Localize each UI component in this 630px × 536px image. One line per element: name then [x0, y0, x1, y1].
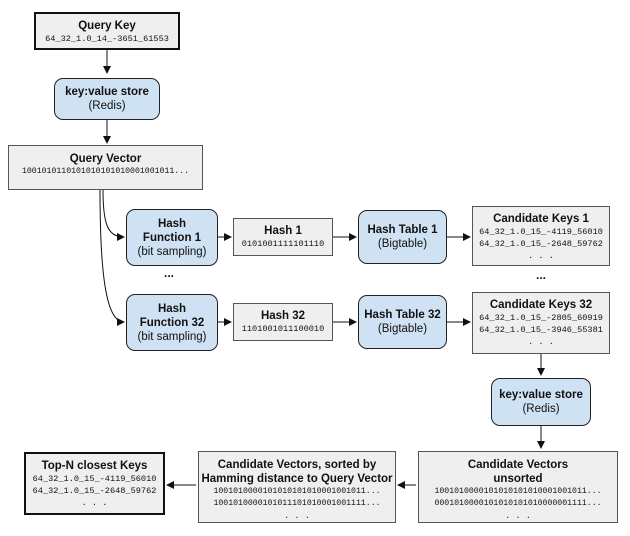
hash-function-32-box: Hash Function 32 (bit sampling) [126, 294, 218, 351]
arrow-vector-to-hashfn32 [99, 189, 125, 326]
hash-32-title: Hash 32 [260, 310, 306, 322]
hash-function-1-line3: (bit sampling) [137, 246, 207, 258]
candidate-keys-1-more: . . . [528, 251, 554, 261]
query-key-value: 64_32_1.0_14_-3651_61553 [45, 34, 169, 44]
candidate-vectors-sorted-row: 1001010000101010101010001001011... [213, 487, 381, 496]
query-key-box: Query Key 64_32_1.0_14_-3651_61553 [34, 12, 180, 50]
top-n-keys-row: 64_32_1.0_15_-4119_56010 [32, 474, 157, 484]
query-vector-box: Query Vector 100101011010101010101000100… [8, 145, 203, 190]
hash-table-32-subtitle: (Bigtable) [377, 323, 428, 335]
kv-store-bottom-title: key:value store [499, 389, 583, 401]
hash-function-1-box: Hash Function 1 (bit sampling) [126, 209, 218, 266]
hash-function-1-line1: Hash [157, 218, 187, 230]
kv-store-bottom-box: key:value store (Redis) [491, 378, 591, 426]
top-n-keys-box: Top-N closest Keys 64_32_1.0_15_-4119_56… [24, 452, 165, 515]
query-vector-value: 1001010110101010101010001001011... [21, 167, 190, 176]
candidate-vectors-sorted-title: Candidate Vectors, sorted by [217, 459, 377, 471]
hash-table-32-box: Hash Table 32 (Bigtable) [358, 295, 447, 349]
hash-table-32-title: Hash Table 32 [364, 309, 441, 321]
arrow-vector-to-hashfn1 [102, 189, 125, 241]
hash-function-32-line3: (bit sampling) [137, 331, 207, 343]
candidate-keys-32-box: Candidate Keys 32 64_32_1.0_15_-2805_609… [472, 292, 610, 354]
query-key-title: Query Key [78, 20, 136, 32]
hash-function-32-line1: Hash [157, 303, 187, 315]
ellipsis-left: ... [164, 266, 175, 280]
candidate-vectors-sorted-more: . . . [284, 511, 310, 521]
hash-1-title: Hash 1 [264, 225, 302, 237]
candidate-keys-1-row: 64_32_1.0_15_-4119_56010 [479, 227, 603, 237]
top-n-keys-title: Top-N closest Keys [41, 460, 148, 472]
candidate-vectors-sorted-box: Candidate Vectors, sorted by Hamming dis… [198, 451, 396, 523]
hash-32-box: Hash 32 1101001011100010 [233, 303, 333, 341]
hash-table-1-title: Hash Table 1 [367, 224, 438, 236]
candidate-vectors-sorted-row: 1001010000101011101010001001111... [213, 499, 381, 508]
candidate-vectors-unsorted-box: Candidate Vectors unsorted 1001010000101… [418, 451, 618, 523]
top-n-keys-more: . . . [81, 498, 108, 508]
hash-function-1-line2: Function 1 [142, 232, 202, 244]
candidate-keys-32-more: . . . [528, 337, 554, 347]
kv-store-bottom-subtitle: (Redis) [522, 403, 560, 415]
kv-store-top-title: key:value store [65, 86, 149, 98]
candidate-keys-1-box: Candidate Keys 1 64_32_1.0_15_-4119_5601… [472, 206, 610, 266]
hash-32-value: 1101001011100010 [241, 324, 325, 334]
candidate-vectors-unsorted-subtitle: unsorted [493, 473, 543, 485]
hash-function-32-line2: Function 32 [139, 317, 205, 329]
ellipsis-right: ... [536, 268, 547, 282]
candidate-keys-1-row: 64_32_1.0_15_-2648_59762 [479, 239, 603, 249]
candidate-keys-32-title: Candidate Keys 32 [489, 299, 593, 311]
hash-1-box: Hash 1 0101001111101110 [233, 218, 333, 256]
kv-store-top-box: key:value store (Redis) [54, 78, 160, 120]
candidate-keys-1-title: Candidate Keys 1 [493, 213, 589, 225]
candidate-vectors-sorted-subtitle: Hamming distance to Query Vector [201, 473, 393, 485]
hash-1-value: 0101001111101110 [241, 239, 325, 249]
hash-table-1-subtitle: (Bigtable) [377, 238, 428, 250]
candidate-keys-32-row: 64_32_1.0_15_-2805_60919 [479, 313, 603, 323]
candidate-keys-32-row: 64_32_1.0_15_-3946_55381 [479, 325, 603, 335]
candidate-vectors-unsorted-row: 1001010000101010101010001001011... [434, 487, 602, 496]
kv-store-top-subtitle: (Redis) [88, 100, 126, 112]
candidate-vectors-unsorted-row: 0001010000101010101010000001111... [434, 499, 602, 508]
candidate-vectors-unsorted-title: Candidate Vectors [467, 459, 569, 471]
hash-table-1-box: Hash Table 1 (Bigtable) [358, 210, 447, 264]
candidate-vectors-unsorted-more: . . . [505, 511, 531, 521]
top-n-keys-row: 64_32_1.0_15_-2648_59762 [32, 486, 157, 496]
query-vector-title: Query Vector [69, 153, 142, 165]
